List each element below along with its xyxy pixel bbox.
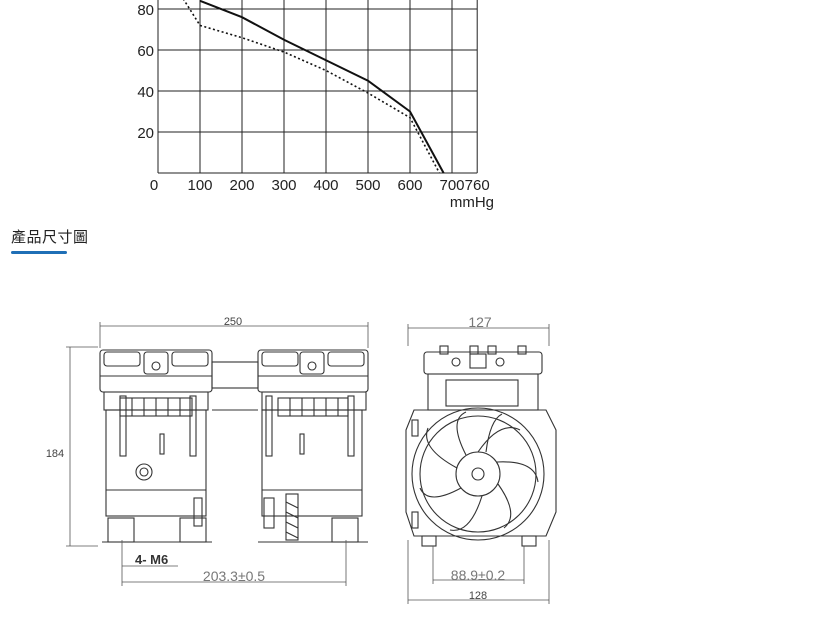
x-tick-label: 200 [229,177,254,194]
dimension-side-width-top: 127 [468,314,492,330]
x-tick-label: 600 [397,177,422,194]
y-tick-label: 60 [137,43,154,60]
dimension-base-span: 203.3±0.5 [203,568,265,584]
x-tick-label: 0 [150,177,158,194]
front-view [99,349,369,543]
dimension-height: 184 [46,448,64,460]
dimension-side-span: 88.9±0.2 [451,567,506,583]
side-dimension-lines [407,324,550,604]
series-line-dotted [183,0,441,174]
x-tick-label: 400 [313,177,338,194]
dimension-holes: 4- M6 [135,552,168,567]
y-tick-label: 40 [137,84,154,101]
y-tick-label: 20 [137,125,154,142]
side-view [405,345,557,547]
dimension-side-width-bottom: 128 [469,590,487,602]
x-tick-label: 100 [187,177,212,194]
y-tick-label: 80 [137,2,154,19]
front-dimension-lines [66,322,369,586]
section-heading: 產品尺寸圖 [11,228,89,246]
dimension-drawing: 250 184 4- M6 203.3±0.5 [46,314,557,604]
x-tick-label: 300 [271,177,296,194]
x-tick-label: 760 [465,177,490,194]
x-axis-unit: mmHg [450,194,494,211]
section-heading-underline [11,251,67,254]
series-line-solid [199,0,445,174]
x-tick-label: 500 [355,177,380,194]
dimension-width-top: 250 [224,316,242,328]
x-tick-label: 700 [439,177,464,194]
